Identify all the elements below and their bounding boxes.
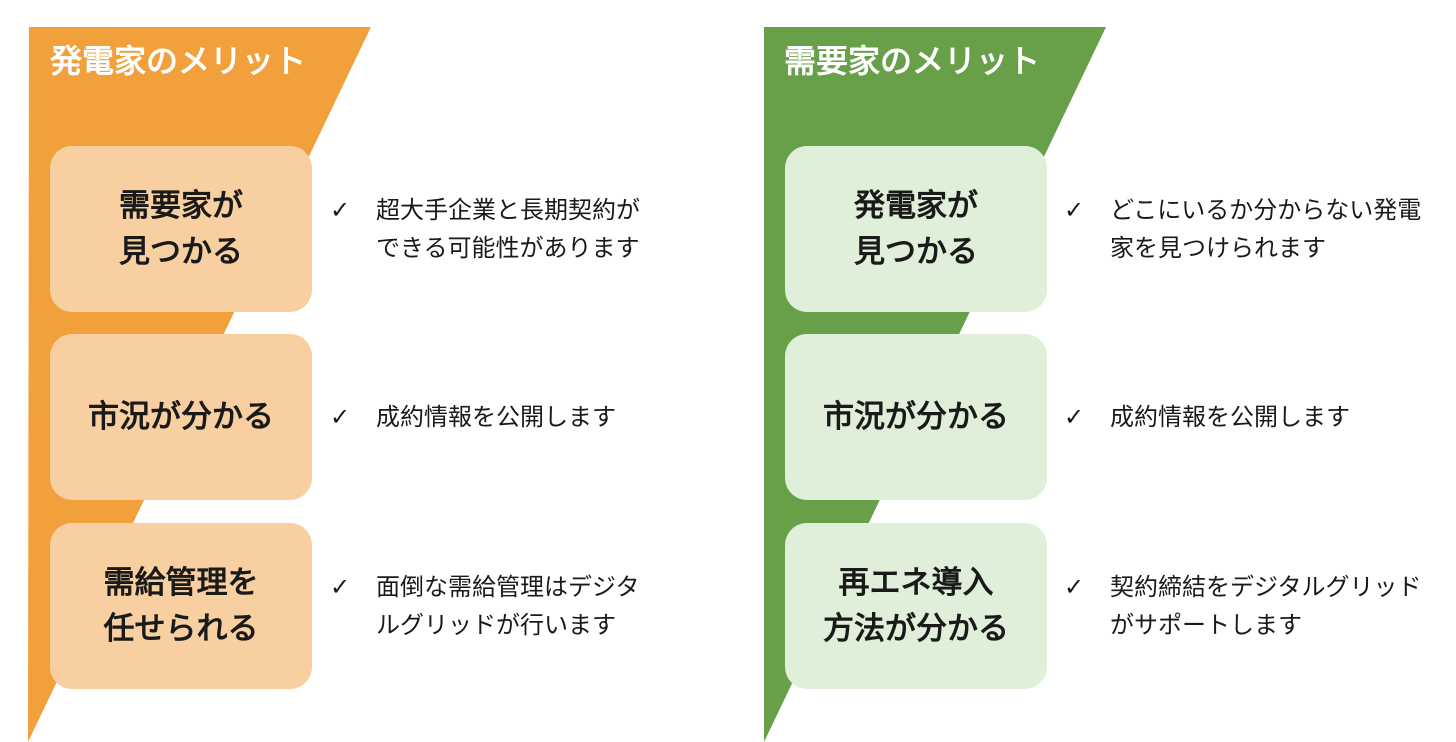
benefit-box-line: 任せられる	[103, 611, 259, 647]
generator-benefit-box-3: 需給管理を 任せられる	[50, 523, 312, 689]
consumer-benefit-box-3: 再エネ導入 方法が分かる	[785, 523, 1047, 689]
generator-benefit-desc-2: ✓ 成約情報を公開します	[330, 398, 660, 436]
consumer-panel-title: 需要家のメリット	[784, 42, 1041, 80]
benefit-box-line: 市況が分かる	[88, 399, 274, 435]
benefit-desc-line: 成約情報を公開します	[376, 403, 616, 431]
consumer-benefit-desc-3: ✓ 契約締結をデジタルグリッド がサポートします	[1064, 568, 1422, 644]
benefit-box-line: 方法が分かる	[823, 611, 1009, 647]
check-icon: ✓	[330, 573, 351, 601]
check-icon: ✓	[1064, 403, 1085, 431]
benefit-box-line: 見つかる	[119, 234, 243, 270]
check-icon: ✓	[1064, 573, 1085, 601]
benefit-box-line: 市況が分かる	[823, 399, 1009, 435]
check-icon: ✓	[330, 196, 351, 224]
check-icon: ✓	[330, 403, 351, 431]
generator-benefit-box-2: 市況が分かる	[50, 334, 312, 500]
generator-benefits-panel: 発電家のメリット 需要家が 見つかる ✓ 超大手企業と長期契約が できる可能性が…	[28, 27, 660, 742]
consumer-benefit-box-2: 市況が分かる	[785, 334, 1047, 500]
consumer-benefit-desc-2: ✓ 成約情報を公開します	[1064, 398, 1394, 436]
check-icon: ✓	[1064, 196, 1085, 224]
generator-benefit-box-1: 需要家が 見つかる	[50, 146, 312, 312]
benefit-box-line: 見つかる	[854, 234, 978, 270]
benefit-desc-line: ルグリッドが行います	[376, 611, 616, 639]
benefit-box-line: 需給管理を	[103, 565, 259, 601]
benefit-desc-line: 面倒な需給管理はデジタ	[376, 573, 640, 601]
benefit-desc-line: 家を見つけられます	[1110, 234, 1326, 262]
benefit-desc-line: 超大手企業と長期契約が	[376, 196, 640, 224]
benefit-desc-line: がサポートします	[1110, 611, 1302, 639]
benefit-desc-line: どこにいるか分からない発電	[1110, 196, 1422, 224]
benefit-desc-line: 契約締結をデジタルグリッド	[1110, 573, 1422, 601]
benefit-box-line: 発電家が	[854, 188, 978, 224]
benefit-desc-line: 成約情報を公開します	[1110, 403, 1350, 431]
generator-benefit-desc-1: ✓ 超大手企業と長期契約が できる可能性があります	[330, 191, 660, 267]
benefit-box-line: 需要家が	[119, 188, 243, 224]
benefit-box-line: 再エネ導入	[838, 565, 994, 601]
generator-benefit-desc-3: ✓ 面倒な需給管理はデジタ ルグリッドが行います	[330, 568, 660, 644]
benefit-desc-line: できる可能性があります	[376, 234, 640, 262]
consumer-benefit-desc-1: ✓ どこにいるか分からない発電 家を見つけられます	[1064, 191, 1422, 267]
consumer-benefit-box-1: 発電家が 見つかる	[785, 146, 1047, 312]
consumer-benefits-panel: 需要家のメリット 発電家が 見つかる ✓ どこにいるか分からない発電 家を見つけ…	[728, 0, 1456, 742]
generator-panel-title: 発電家のメリット	[50, 42, 307, 80]
